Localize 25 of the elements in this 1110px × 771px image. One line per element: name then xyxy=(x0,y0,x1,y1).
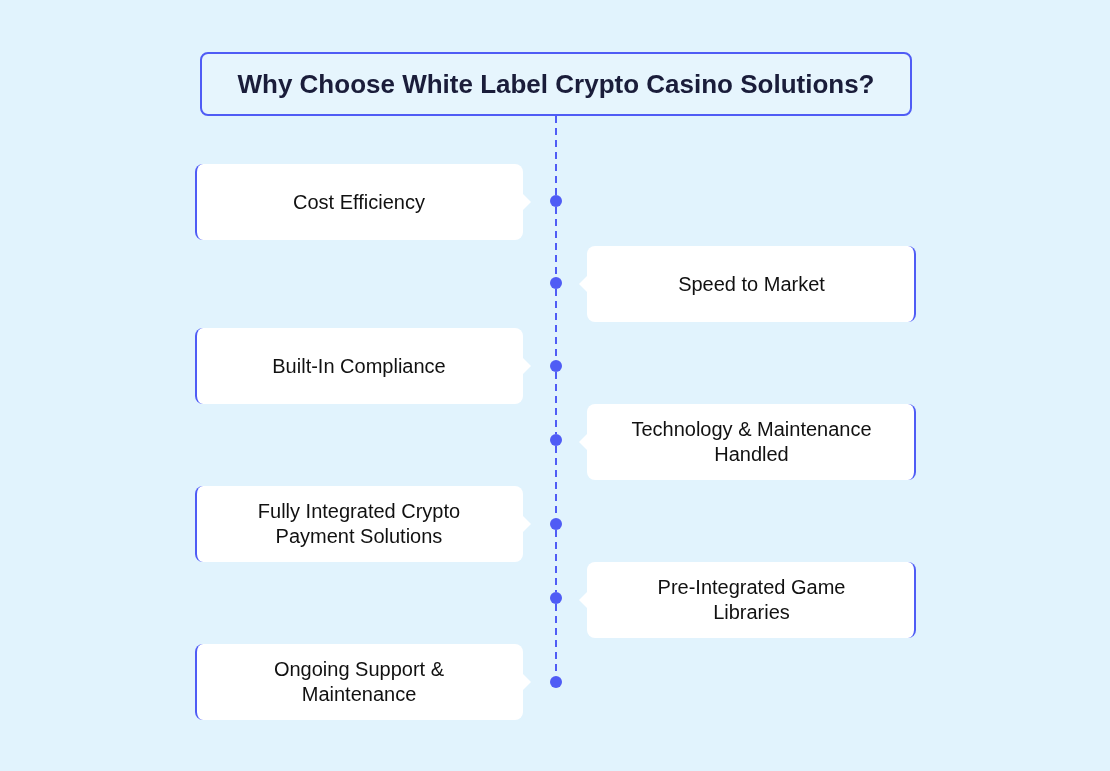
timeline-line xyxy=(555,115,557,196)
card-label: Ongoing Support & Maintenance xyxy=(272,657,446,707)
timeline-dot xyxy=(550,360,562,372)
feature-card xyxy=(195,644,531,720)
card-label: Cost Efficiency xyxy=(293,189,425,215)
title-box: Why Choose White Label Crypto Casino Solutions? xyxy=(200,52,912,116)
feature-card xyxy=(579,404,916,480)
card-label: Technology & Maintenance Handled xyxy=(630,417,873,467)
feature-card xyxy=(579,246,916,322)
timeline-dot xyxy=(550,434,562,446)
timeline-dot xyxy=(550,676,562,688)
feature-card xyxy=(195,486,531,562)
card-label: Speed to Market xyxy=(678,271,825,297)
feature-card xyxy=(579,562,916,638)
timeline-line xyxy=(555,371,557,435)
card-label: Fully Integrated Crypto Payment Solutions xyxy=(256,499,462,549)
card-label: Pre-Integrated Game Libraries xyxy=(656,575,847,625)
feature-card xyxy=(195,164,531,240)
card-label: Built-In Compliance xyxy=(272,353,446,379)
timeline-dot xyxy=(550,518,562,530)
timeline-line xyxy=(555,529,557,593)
feature-card xyxy=(195,328,531,404)
timeline-dot xyxy=(550,195,562,207)
timeline-dot xyxy=(550,592,562,604)
timeline-dot xyxy=(550,277,562,289)
